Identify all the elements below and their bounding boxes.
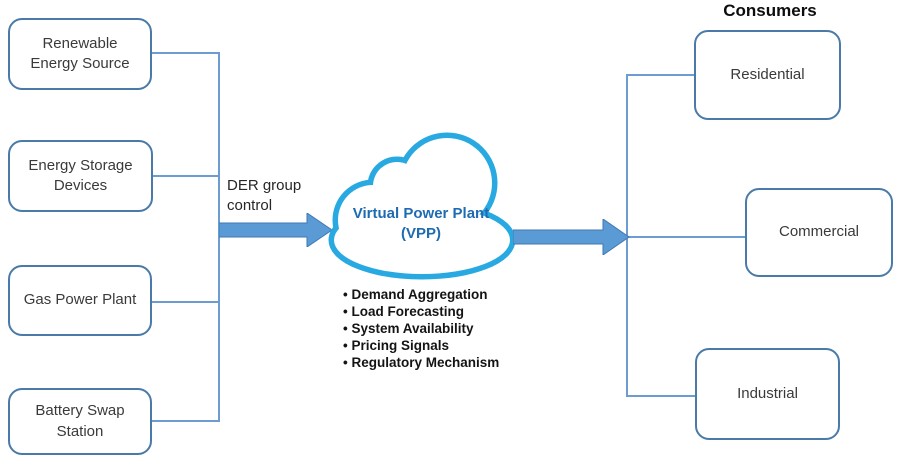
- connector-line: [153, 175, 219, 177]
- connector-line: [628, 395, 695, 397]
- source-label: Renewable Energy Source: [30, 34, 130, 72]
- consumer-box-commercial: Commercial: [745, 188, 893, 277]
- flow-arrow-left: [219, 213, 333, 247]
- vpp-function-list: Demand Aggregation Load Forecasting Syst…: [343, 286, 573, 371]
- vpp-function-item: Load Forecasting: [343, 303, 573, 320]
- vpp-function-item: Regulatory Mechanism: [343, 354, 573, 371]
- vpp-cloud: Virtual Power Plant (VPP): [323, 126, 519, 282]
- vpp-cloud-title: Virtual Power Plant (VPP): [323, 204, 519, 244]
- flow-arrow-right: [513, 219, 630, 255]
- vpp-subtitle-line: (VPP): [400, 225, 441, 242]
- vpp-title-line: Virtual Power Plant: [352, 205, 490, 222]
- vpp-function-item: System Availability: [343, 320, 573, 337]
- source-label: Energy Storage Devices: [28, 156, 133, 194]
- consumer-label: Industrial: [737, 384, 798, 402]
- vpp-function-item: Demand Aggregation: [343, 286, 573, 303]
- connector-line: [628, 74, 694, 76]
- source-label: Battery Swap Station: [35, 402, 125, 440]
- source-box-renewable-energy: Renewable Energy Source: [8, 18, 152, 90]
- consumers-heading: Consumers: [723, 1, 817, 20]
- source-box-gas-power: Gas Power Plant: [8, 265, 152, 336]
- consumer-label: Residential: [730, 65, 805, 83]
- connector-line: [152, 52, 219, 54]
- connector-line: [628, 236, 745, 238]
- consumer-box-industrial: Industrial: [695, 348, 840, 440]
- cloud-icon: [328, 132, 516, 280]
- source-box-energy-storage: Energy Storage Devices: [8, 140, 153, 212]
- connector-line: [152, 301, 219, 303]
- source-label: Gas Power Plant: [23, 291, 137, 309]
- consumer-label: Commercial: [778, 223, 859, 241]
- der-group-control-label: DER group control: [227, 177, 302, 214]
- vpp-function-item: Pricing Signals: [343, 337, 573, 354]
- connector-line: [152, 420, 219, 422]
- source-box-battery-swap: Battery Swap Station: [8, 388, 152, 455]
- consumer-box-residential: Residential: [694, 30, 841, 120]
